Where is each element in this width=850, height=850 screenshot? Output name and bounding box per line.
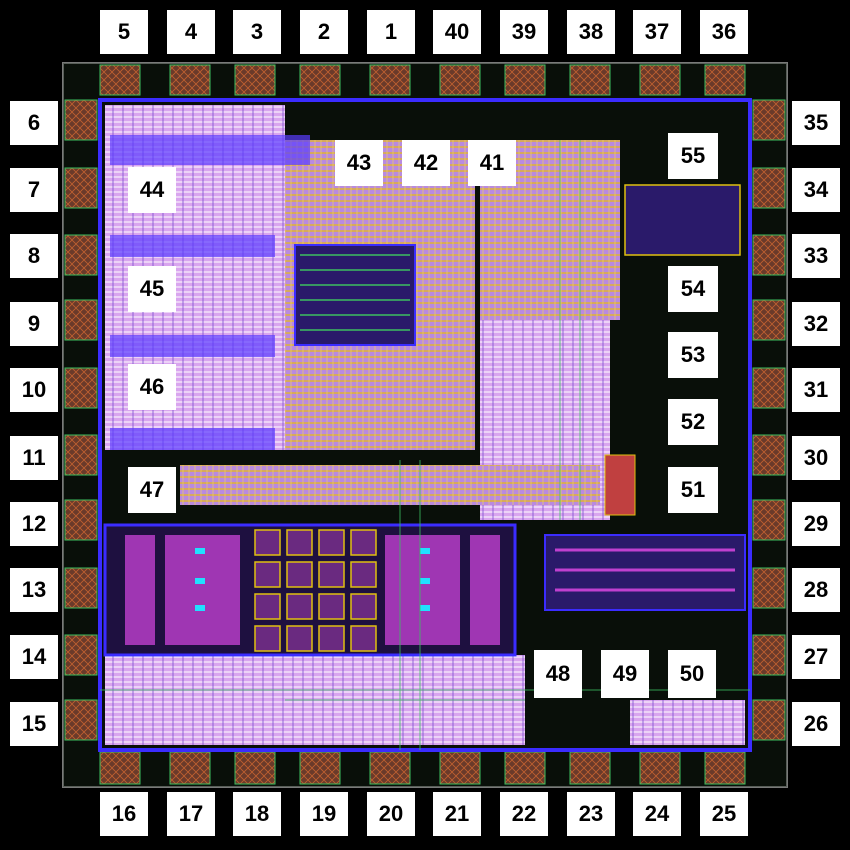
pad-label-26: 26 <box>792 702 840 746</box>
pad-label-5: 5 <box>100 10 148 54</box>
block-46-frame <box>110 335 275 357</box>
block-label-43: 43 <box>335 140 383 186</box>
block-label-48: 48 <box>534 650 582 698</box>
pad-label-13: 13 <box>10 568 58 612</box>
block-label-41: 41 <box>468 140 516 186</box>
pad-label-38: 38 <box>567 10 615 54</box>
pad-label-25: 25 <box>700 792 748 836</box>
block-label-51: 51 <box>668 467 718 513</box>
dac-array <box>294 244 416 346</box>
io-cells-left <box>64 99 98 741</box>
pad-label-12: 12 <box>10 502 58 546</box>
pad-label-34: 34 <box>792 168 840 212</box>
pad-label-29: 29 <box>792 502 840 546</box>
pad-label-31: 31 <box>792 368 840 412</box>
pad-label-33: 33 <box>792 234 840 278</box>
pad-label-19: 19 <box>300 792 348 836</box>
pad-label-16: 16 <box>100 792 148 836</box>
via-highlights <box>195 548 430 611</box>
block-label-53: 53 <box>668 332 718 378</box>
pad-label-20: 20 <box>367 792 415 836</box>
core-power-ring <box>98 98 752 752</box>
block-label-45: 45 <box>128 266 176 312</box>
block-label-46: 46 <box>128 364 176 410</box>
dac-array-lines <box>300 254 410 331</box>
block-54-circuit <box>624 184 741 256</box>
analog-transistors <box>125 535 500 645</box>
block-label-49: 49 <box>601 650 649 698</box>
block-label-54: 54 <box>668 266 718 312</box>
block-label-52: 52 <box>668 399 718 445</box>
pad-label-17: 17 <box>167 792 215 836</box>
io-cells-top <box>99 64 746 96</box>
pad-label-7: 7 <box>10 168 58 212</box>
block-label-44: 44 <box>128 167 176 213</box>
pad-label-6: 6 <box>10 101 58 145</box>
pad-label-4: 4 <box>167 10 215 54</box>
pad-label-24: 24 <box>633 792 681 836</box>
block-45-frame <box>110 235 275 257</box>
pad-label-39: 39 <box>500 10 548 54</box>
core-fill-band <box>180 465 600 505</box>
io-cells-right <box>752 99 786 741</box>
pad-label-10: 10 <box>10 368 58 412</box>
pad-label-22: 22 <box>500 792 548 836</box>
seal-ring <box>62 62 788 788</box>
pad-label-15: 15 <box>10 702 58 746</box>
block-label-47: 47 <box>128 467 176 513</box>
pad-label-35: 35 <box>792 101 840 145</box>
block-51-circuit <box>604 454 636 516</box>
pad-label-27: 27 <box>792 635 840 679</box>
pad-label-32: 32 <box>792 302 840 346</box>
capacitor-matrix <box>254 529 377 652</box>
pad-label-23: 23 <box>567 792 615 836</box>
pad-label-3: 3 <box>233 10 281 54</box>
block-47-frame <box>110 428 275 450</box>
pad-label-1: 1 <box>367 10 415 54</box>
io-cells-bottom <box>99 751 746 785</box>
pad-label-18: 18 <box>233 792 281 836</box>
pad-label-11: 11 <box>10 436 58 480</box>
block-label-50: 50 <box>668 650 716 698</box>
digital-block <box>544 534 746 611</box>
pad-label-2: 2 <box>300 10 348 54</box>
block-label-42: 42 <box>402 140 450 186</box>
pad-label-14: 14 <box>10 635 58 679</box>
pad-label-8: 8 <box>10 234 58 278</box>
pad-label-21: 21 <box>433 792 481 836</box>
pad-label-9: 9 <box>10 302 58 346</box>
routing-traces <box>100 140 750 750</box>
pad-label-37: 37 <box>633 10 681 54</box>
pad-label-36: 36 <box>700 10 748 54</box>
digital-rows <box>555 548 735 592</box>
block-44-frame <box>110 135 310 165</box>
pad-label-30: 30 <box>792 436 840 480</box>
pad-label-40: 40 <box>433 10 481 54</box>
block-label-55: 55 <box>668 133 718 179</box>
pad-label-28: 28 <box>792 568 840 612</box>
core-fill-bottom-right <box>630 700 745 745</box>
